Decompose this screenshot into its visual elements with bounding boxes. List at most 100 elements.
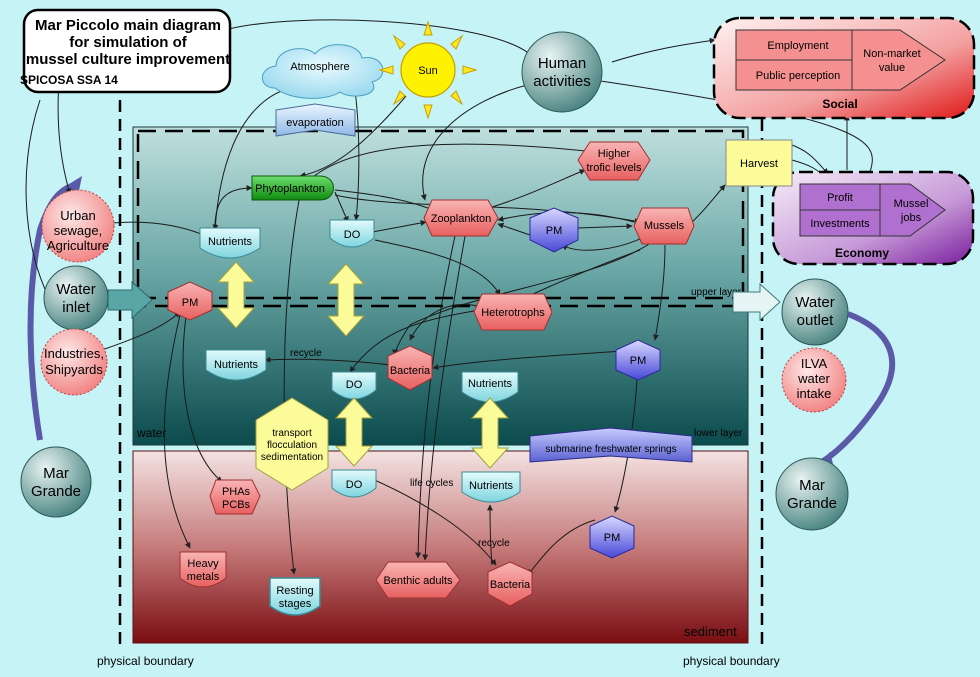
ilva-label-line2: water (797, 371, 830, 386)
higher-trofic-line1: Higher (598, 148, 631, 160)
mar-grande-left-line1: Mar (43, 465, 69, 482)
nutrients-top-label: Nutrients (208, 236, 253, 248)
bacteria-water-label: Bacteria (390, 365, 431, 377)
exchange-arrow-do-upper (326, 263, 366, 337)
connector-bacteria-nutrients (264, 356, 391, 366)
economy-title: Economy (835, 246, 889, 260)
industries-label-line1: Industries, (44, 346, 104, 361)
pm-zooplankton-node: PM (529, 207, 579, 253)
mussels-label: Mussels (644, 220, 685, 232)
ilva-water-intake-node: ILVA water intake (781, 347, 847, 413)
connector-phyto-resting (283, 194, 301, 575)
connector-economy-human (579, 75, 873, 173)
title-box (22, 8, 232, 94)
nutrients-low-label: Nutrients (468, 378, 513, 390)
sun-icon: Sun (378, 20, 478, 120)
connector-title-inlet (25, 99, 51, 301)
transport-label-line3: sedimentation (261, 452, 323, 463)
transport-process-arrow: transport flocculation sedimentation (255, 397, 329, 491)
urban-label-line1: Urban (60, 208, 95, 223)
connector-pm-metals (163, 314, 191, 549)
phytoplankton-label: Phytoplankton (255, 183, 325, 195)
connector-nutrients-phyto (214, 185, 253, 229)
atmosphere-node: Atmosphere (261, 44, 384, 99)
mussels-node: Mussels (633, 207, 695, 245)
profit-label: Profit (827, 192, 853, 204)
nutrients-mid-node: Nutrients (205, 349, 267, 381)
urban-label-line2: sewage, (54, 223, 102, 238)
ilva-label-line1: ILVA (801, 356, 828, 371)
upper-layer-label: upper layer (691, 287, 742, 298)
pm-zoo-label: PM (546, 225, 563, 237)
harvest-node: Harvest (725, 139, 793, 187)
heavy-metals-node: Heavy metals (179, 551, 227, 588)
title-line1: Mar Piccolo main diagram (35, 17, 221, 34)
water-outlet-label-line2: outlet (797, 312, 835, 329)
connector-industries-pm (101, 311, 181, 351)
human-label-line2: activities (533, 73, 591, 90)
do-mid-label: DO (346, 379, 363, 391)
water-inlet-label-line1: Water (56, 281, 95, 298)
connector-do-bacteria (369, 477, 497, 566)
connector-phyto-higher (305, 143, 631, 184)
submarine-springs-process: submarine freshwater springs (529, 427, 693, 463)
exchange-arrow-do-lower (334, 397, 374, 467)
bacteria-sediment-node: Bacteria (487, 561, 533, 607)
industries-label-line2: Shipyards (45, 362, 103, 377)
water-outlet-arrow (732, 282, 781, 322)
connector-sun-phyto (299, 95, 407, 178)
water-inlet-label-line2: inlet (62, 299, 90, 316)
water-zone (132, 126, 749, 446)
pm-sediment-node: PM (589, 515, 635, 559)
non-market-label-line1: Non-market (863, 48, 920, 60)
lower-layer-label: lower layer (694, 428, 743, 439)
do-sed-label: DO (346, 479, 363, 491)
life-cycles-label: life cycles (410, 478, 453, 489)
project-label: SPICOSA SSA 14 (20, 73, 118, 87)
left-boundary-label: physical boundary (97, 654, 194, 668)
upper-layer-boundary (136, 129, 745, 308)
social-box: Employment Public perception Non-market … (712, 16, 976, 120)
mussel-jobs-label-line2: jobs (900, 212, 922, 224)
connector-pm-mussels (577, 223, 633, 230)
sun-label: Sun (418, 65, 438, 77)
mar-grande-left-node: Mar Grande (20, 446, 92, 518)
higher-trofic-levels-node: Higher trofic levels (577, 141, 651, 181)
connector-pm-bacteria-sed (527, 519, 596, 576)
connector-mussels-harvest (691, 184, 726, 223)
connector-zoo-benthic (415, 235, 456, 559)
heterotrophs-label: Heterotrophs (481, 307, 545, 319)
connector-bacteria-nutrients-sed (487, 504, 494, 566)
connector-do-zoo (371, 220, 427, 233)
industries-node: Industries, Shipyards (40, 328, 108, 396)
resting-stages-node: Resting stages (269, 577, 321, 616)
phas-pcbs-node: PHAs PCBs (209, 479, 261, 515)
evaporation-process: evaporation (275, 103, 356, 137)
exchange-arrow-nutrients (216, 261, 256, 329)
connector-title-human (224, 19, 535, 59)
phas-label-line2: PCBs (222, 499, 251, 511)
zooplankton-label: Zooplankton (431, 213, 492, 225)
title-line3: mussel culture improvement (26, 51, 230, 68)
nutrients-sediment-node: Nutrients (461, 471, 521, 503)
water-outlet-flow-arrow (820, 311, 896, 465)
harvest-label: Harvest (740, 158, 778, 170)
phas-label-line1: PHAs (222, 486, 251, 498)
transport-label-line2: flocculation (267, 440, 317, 451)
exchange-arrows (216, 261, 510, 469)
investments-cell (799, 209, 881, 237)
profit-cell (799, 183, 881, 211)
connector-pm-bacteria (432, 349, 641, 371)
bacteria-sed-label: Bacteria (490, 579, 531, 591)
connector-do-heterotrophs (374, 239, 501, 296)
pm-inlet-node: PM (167, 281, 213, 321)
higher-trofic-line2: trofic levels (586, 162, 642, 174)
resting-line2: stages (279, 598, 312, 610)
pm-mussels-label: PM (630, 355, 647, 367)
employment-cell (735, 29, 853, 61)
resting-line1: Resting (276, 585, 313, 597)
connector-human-zoo (420, 84, 528, 201)
nutrients-top-node: Nutrients (199, 227, 261, 259)
exchange-arrow-nutrients-lower (470, 397, 510, 469)
